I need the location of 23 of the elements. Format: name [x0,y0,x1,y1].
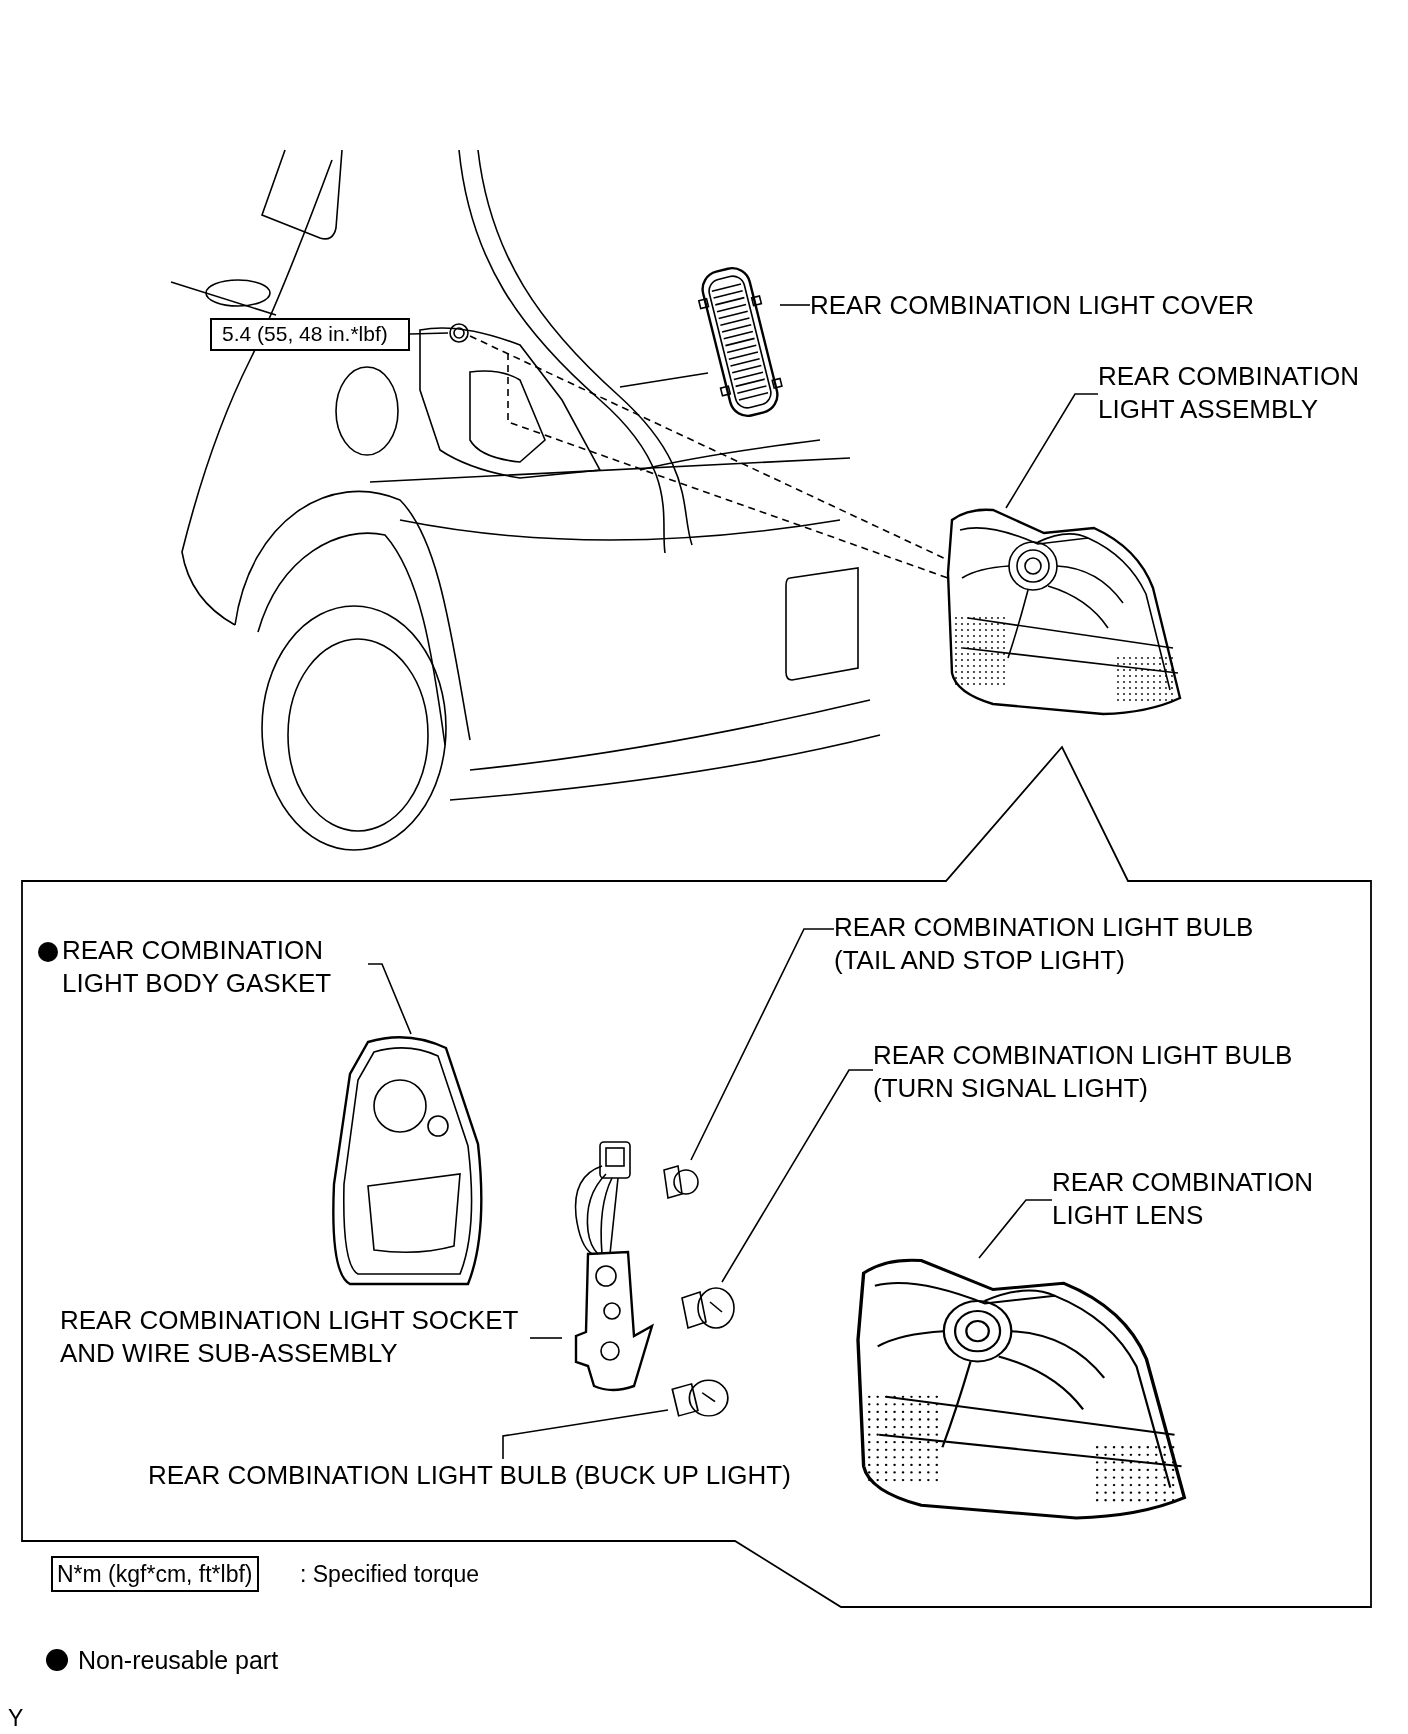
leader-line [978,1199,1053,1259]
legend-text: : Specified torque [300,1560,479,1589]
part-label: REAR COMBINATION LIGHT COVER [810,289,1290,322]
part-label: REAR COMBINATION LIGHT BODY GASKET [62,934,333,1000]
part-label: REAR COMBINATION LIGHT BULB (TAIL AND STOP LIGHT) [834,911,1294,977]
leader-line [1005,393,1099,509]
torque-value-box: 5.4 (55, 48 in.*lbf) [210,318,410,351]
part-label: REAR COMBINATION LIGHT ASSEMBLY [1098,360,1398,426]
leader-line [367,963,412,1035]
torque-unit-box: N*m (kgf*cm, ft*lbf) [51,1556,259,1592]
part-label: REAR COMBINATION LIGHT BULB (TURN SIGNAL LIGHT) [873,1039,1333,1105]
part-label: REAR COMBINATION LIGHT BULB (BUCK UP LIGHT) [148,1459,868,1492]
leader-line [779,304,811,306]
leader-line [409,332,449,335]
part-label: REAR COMBINATION LIGHT LENS [1052,1166,1352,1232]
leader-line [690,928,835,1161]
leader-line [529,1337,563,1339]
bolt-drawing [448,322,470,344]
leader-line [721,1069,874,1283]
installation-line [507,352,949,579]
part-label: REAR COMBINATION LIGHT SOCKET AND WIRE SUB-ASSEMBLY [60,1304,530,1370]
figure-code: Y [8,1704,24,1733]
legend-text: Non-reusable part [78,1645,279,1675]
